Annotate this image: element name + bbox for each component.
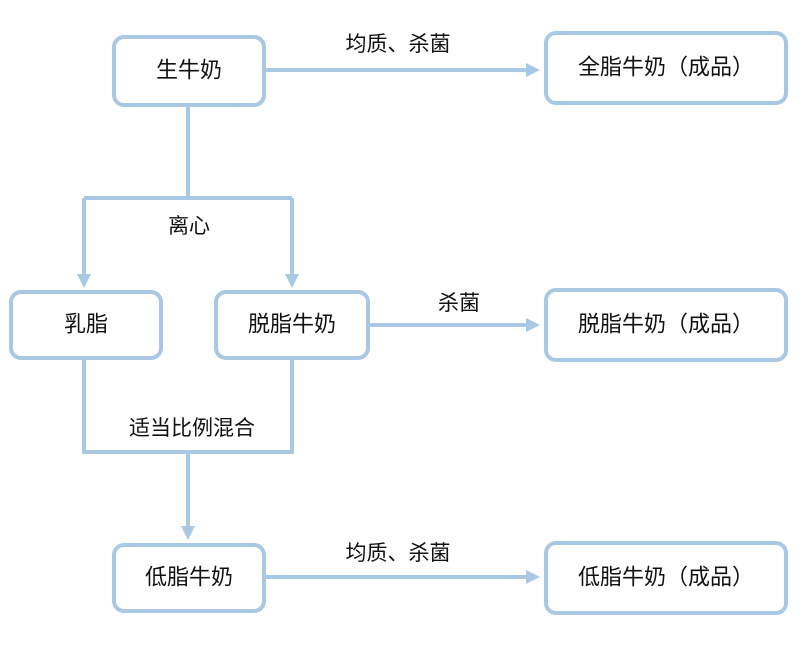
node-cream: 乳脂 — [9, 290, 163, 360]
node-box — [544, 541, 788, 615]
node-box — [544, 31, 788, 105]
node-label: 生牛奶 — [156, 59, 222, 84]
node-label: 低脂牛奶 — [145, 566, 233, 591]
edge-label-homogenize-sterilize-top: 均质、杀菌 — [346, 32, 451, 56]
node-whole-milk-product: 全脂牛奶（成品） — [544, 31, 788, 105]
node-low-fat-milk-product: 低脂牛奶（成品） — [544, 541, 788, 615]
edge-label-homogenize-sterilize-bottom: 均质、杀菌 — [346, 541, 451, 565]
connectors — [77, 63, 540, 584]
edge-labels: 均质、杀菌 离心 杀菌 适当比例混合 均质、杀菌 — [129, 32, 480, 565]
arrowhead-lowfat-product — [526, 570, 540, 584]
node-box — [112, 543, 266, 613]
arrowhead-skim — [285, 274, 299, 288]
node-box — [112, 35, 266, 107]
arrowhead-whole — [526, 63, 540, 77]
edge-label-centrifuge: 离心 — [168, 214, 210, 238]
node-low-fat-milk: 低脂牛奶 — [112, 543, 266, 613]
edge-label-sterilize: 杀菌 — [438, 291, 480, 315]
edge-label-mix-ratio: 适当比例混合 — [129, 416, 255, 440]
node-box — [214, 290, 370, 360]
arrowhead-lowfat — [181, 526, 195, 540]
node-label: 脱脂牛奶 — [248, 313, 336, 338]
node-box — [9, 290, 163, 360]
node-skim-milk: 脱脂牛奶 — [214, 290, 370, 360]
node-raw-milk: 生牛奶 — [112, 35, 266, 107]
node-skim-milk-product: 脱脂牛奶（成品） — [544, 288, 788, 362]
node-label: 低脂牛奶（成品） — [578, 566, 754, 591]
arrowhead-skim-product — [526, 318, 540, 332]
node-label: 全脂牛奶（成品） — [578, 56, 754, 81]
node-label: 脱脂牛奶（成品） — [578, 313, 754, 338]
node-label: 乳脂 — [64, 313, 108, 338]
arrowhead-cream — [77, 274, 91, 288]
node-box — [544, 288, 788, 362]
